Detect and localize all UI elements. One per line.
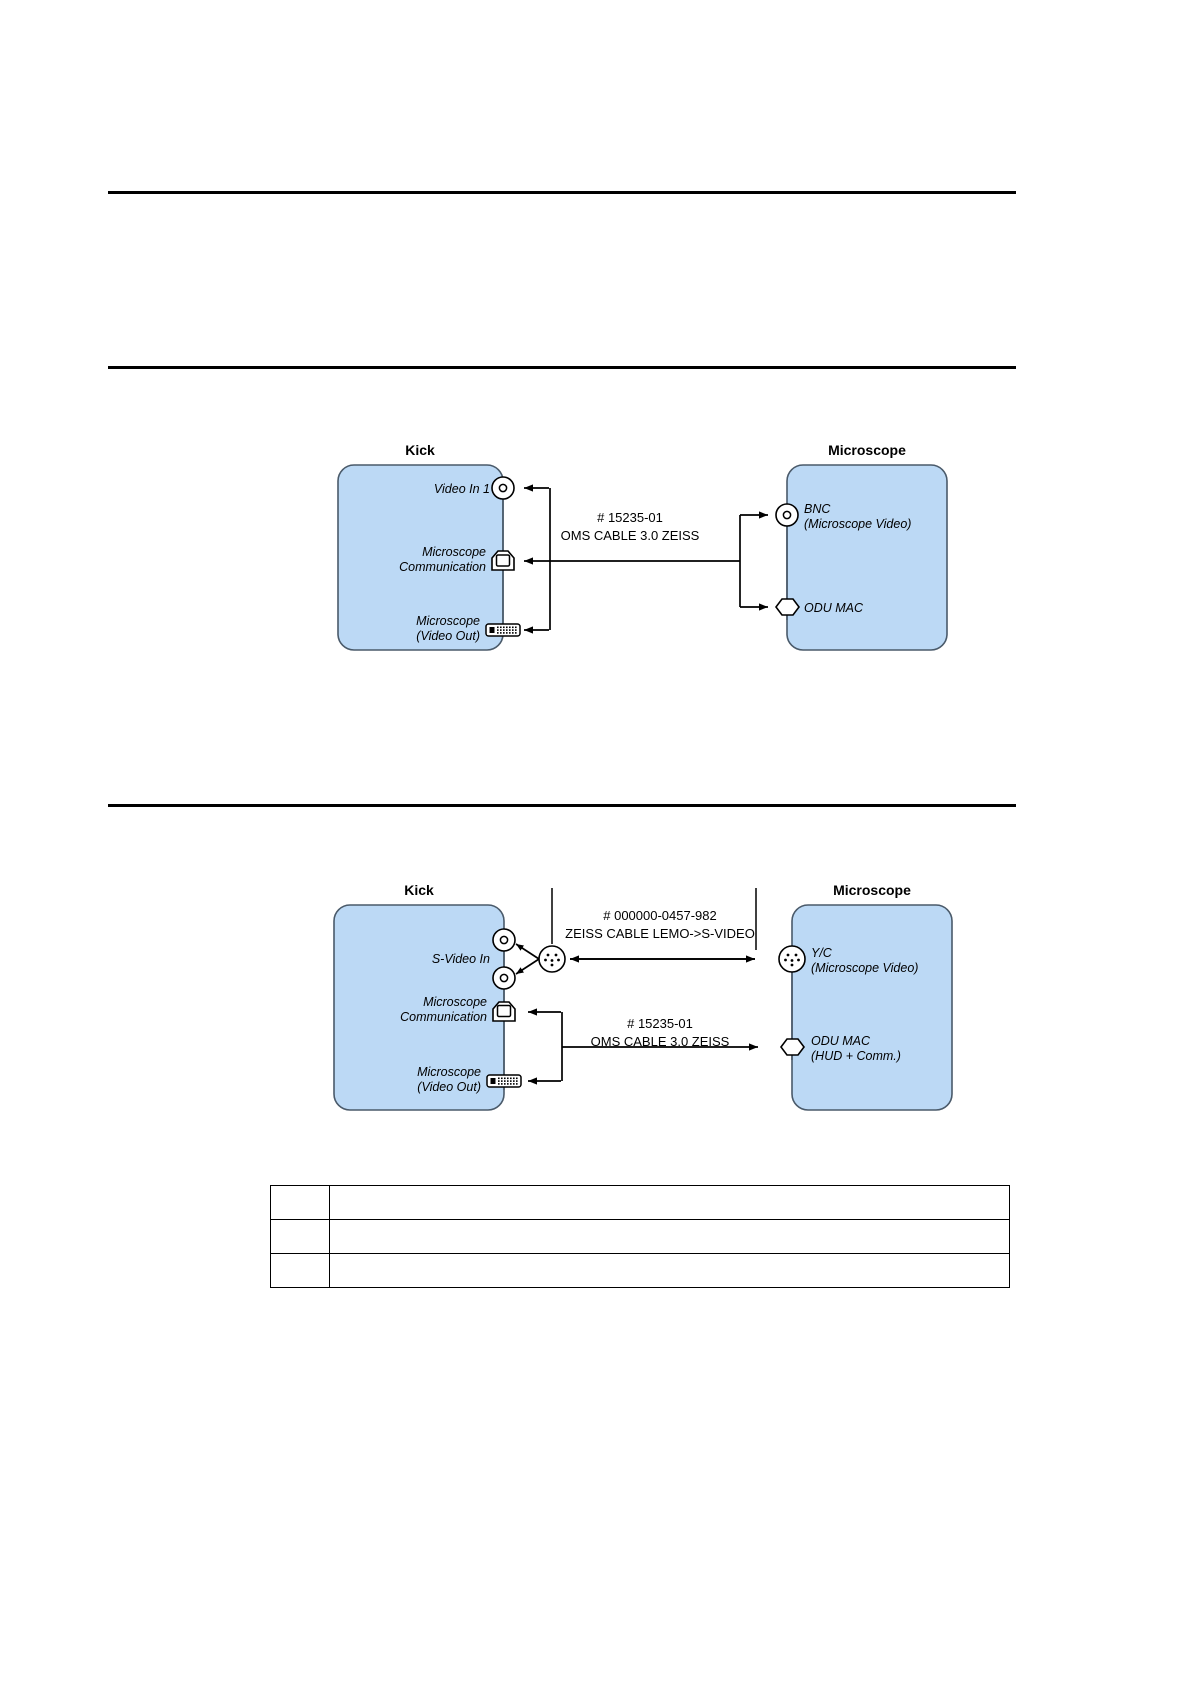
port-video-in-1 <box>491 476 515 500</box>
port-microscope-video-out <box>485 623 521 637</box>
table-cell-text[interactable] <box>329 1253 1010 1288</box>
port-microscope-communication <box>491 550 515 571</box>
cable-oms-route <box>528 1008 758 1085</box>
port-microscope-communication-2-label-1: Microscope <box>423 995 487 1009</box>
table-cell-num[interactable] <box>270 1253 330 1288</box>
reference-table <box>270 1185 1010 1288</box>
port-bnc <box>775 503 799 527</box>
port-microscope-communication-label-2: Communication <box>399 560 486 574</box>
s-video-splitter <box>515 943 540 975</box>
port-s-video-in-label: S-Video In <box>432 952 490 966</box>
mini-din-breakout-connector <box>538 945 566 973</box>
port-video-in-1-label: Video In 1 <box>434 482 490 496</box>
port-odu-mac <box>775 598 800 616</box>
port-odu-mac-2 <box>780 1038 805 1056</box>
table-cell-text[interactable] <box>329 1185 1010 1220</box>
port-yc-label-1: Y/C <box>811 946 833 960</box>
cable-oms-part-number: # 15235-01 <box>627 1016 693 1031</box>
table-row <box>270 1219 1010 1254</box>
port-odu-mac-label: ODU MAC <box>804 601 864 615</box>
microscope-box-2 <box>791 904 953 1111</box>
port-microscope-communication-2 <box>492 1001 516 1022</box>
port-s-video-in <box>492 928 516 990</box>
cable-description: OMS CABLE 3.0 ZEISS <box>561 528 700 543</box>
diagram-1: Kick Video In 1 Microscope Communication <box>300 430 980 680</box>
table-cell-num[interactable] <box>270 1185 330 1220</box>
rule-second <box>108 366 1016 369</box>
cable-oms-description: OMS CABLE 3.0 ZEISS <box>591 1034 730 1049</box>
port-yc-label-2: (Microscope Video) <box>811 961 918 975</box>
port-odu-mac-2-label-2: (HUD + Comm.) <box>811 1049 901 1063</box>
microscope-box-2-title: Microscope <box>833 882 911 898</box>
cable-route-left <box>524 484 740 634</box>
table-cell-text[interactable] <box>329 1219 1010 1254</box>
cable-part-number: # 15235-01 <box>597 510 663 525</box>
port-odu-mac-2-label-1: ODU MAC <box>811 1034 871 1048</box>
kick-box-2-title: Kick <box>404 882 434 898</box>
rule-third <box>108 804 1016 807</box>
port-microscope-video-out-2-label-1: Microscope <box>417 1065 481 1079</box>
microscope-box-title: Microscope <box>828 442 906 458</box>
port-microscope-video-out-label-2: (Video Out) <box>416 629 480 643</box>
port-microscope-video-out-label-1: Microscope <box>416 614 480 628</box>
port-microscope-video-out-2-label-2: (Video Out) <box>417 1080 481 1094</box>
port-microscope-communication-2-label-2: Communication <box>400 1010 487 1024</box>
cable-route-right <box>739 511 768 611</box>
port-bnc-label-1: BNC <box>804 502 831 516</box>
port-microscope-video-out-2 <box>486 1074 522 1088</box>
rule-top <box>108 191 1016 194</box>
microscope-box <box>786 464 948 651</box>
table-cell-num[interactable] <box>270 1219 330 1254</box>
cable-svideo-part-number: # 000000-0457-982 <box>603 908 717 923</box>
port-bnc-label-2: (Microscope Video) <box>804 517 911 531</box>
cable-svideo-description: ZEISS CABLE LEMO->S-VIDEO <box>565 926 755 941</box>
port-yc <box>778 945 806 973</box>
kick-box-title: Kick <box>405 442 435 458</box>
diagram-2: Kick S-Video In <box>300 870 990 1130</box>
table-row <box>270 1185 1010 1220</box>
port-microscope-communication-label-1: Microscope <box>422 545 486 559</box>
table-row <box>270 1253 1010 1288</box>
